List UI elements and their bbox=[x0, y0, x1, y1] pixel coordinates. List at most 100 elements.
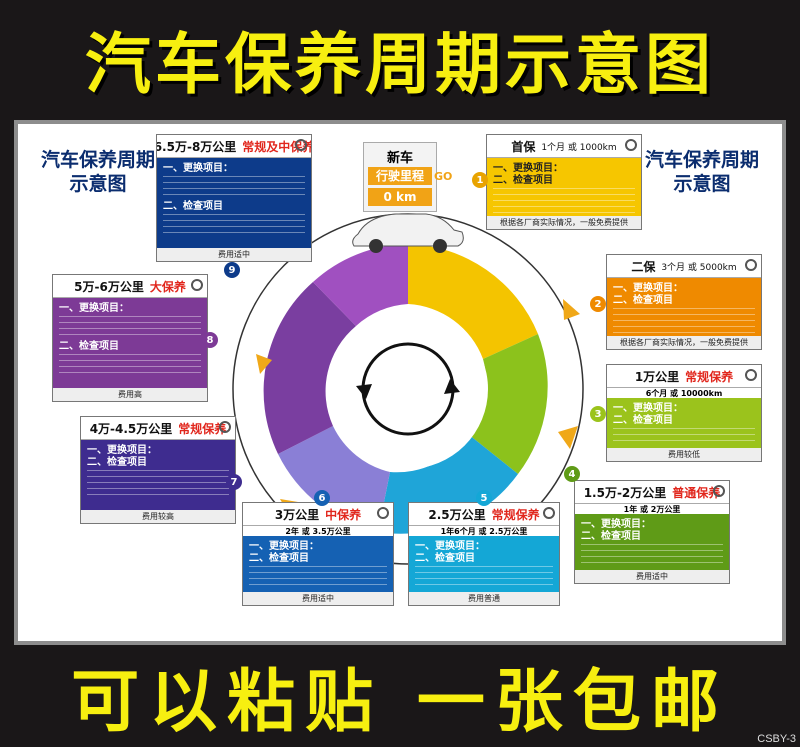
inner-arrow-head-2 bbox=[356, 384, 372, 399]
maintenance-card-4: 1.5万-2万公里 普通保养 1年 或 2万公里 一、更换项目： 二、检查项目 … bbox=[574, 480, 730, 584]
cycle-diagram bbox=[232, 213, 584, 566]
card-5-header: 2.5万公里 常规保养 bbox=[409, 503, 559, 526]
go-label: GO bbox=[434, 170, 453, 183]
poster-title: 汽车保养周期示意图 bbox=[85, 26, 715, 103]
new-car-label: 新车 bbox=[386, 151, 413, 166]
card-4-check-heading: 二、检查项目 bbox=[581, 531, 641, 542]
card-1-replace-heading: 一、更换项目： bbox=[493, 163, 563, 174]
mileage-value: 0 km bbox=[368, 188, 432, 206]
card-8-title: 5万-6万公里 bbox=[74, 279, 144, 294]
card-4-header: 1.5万-2万公里 普通保养 bbox=[575, 481, 729, 504]
card-9-title: 6.5万-8万公里 bbox=[156, 139, 237, 154]
card-6-check-heading: 二、检查项目 bbox=[249, 553, 309, 564]
gear-icon bbox=[543, 507, 555, 519]
sku-code: CSBY-3 bbox=[757, 733, 796, 745]
step-badge-3: 3 bbox=[590, 406, 606, 422]
card-1-text-lines bbox=[493, 188, 635, 216]
card-5-replace-heading: 一、更换项目： bbox=[415, 541, 485, 552]
new-car-box: 新车 行驶里程 0 km bbox=[363, 142, 437, 212]
mileage-label: 行驶里程 bbox=[368, 167, 432, 185]
card-9-type: 常规及中保养 bbox=[242, 139, 312, 154]
card-4-footer: 费用适中 bbox=[575, 570, 729, 583]
card-2-check-heading: 二、检查项目 bbox=[613, 295, 673, 306]
card-1-interval: 1个月 或 1000km bbox=[541, 142, 617, 153]
card-6-header: 3万公里 中保养 bbox=[243, 503, 393, 526]
card-7-type: 常规保养 bbox=[178, 421, 227, 436]
inner-arrow-head-1 bbox=[444, 379, 460, 394]
card-3-interval: 6个月 或 10000km bbox=[607, 388, 761, 398]
maintenance-card-8: 5万-6万公里 大保养 一、更换项目： 二、检查项目 费用高 bbox=[52, 274, 208, 402]
card-8-text-lines-2 bbox=[59, 354, 201, 374]
card-5-type: 常规保养 bbox=[491, 507, 540, 522]
card-2-text-lines bbox=[613, 308, 755, 336]
segment-yellow bbox=[408, 244, 538, 359]
segment-violet bbox=[313, 244, 408, 326]
gear-icon bbox=[191, 279, 203, 291]
step-badge-9: 9 bbox=[224, 262, 240, 278]
card-4-replace-heading: 一、更换项目： bbox=[581, 519, 651, 530]
card-8-replace-heading: 一、更换项目： bbox=[59, 303, 129, 314]
card-6-footer: 费用适中 bbox=[243, 592, 393, 605]
card-6-body: 一、更换项目： 二、检查项目 bbox=[243, 536, 393, 600]
card-2-interval: 3个月 或 5000km bbox=[661, 262, 737, 273]
card-3-replace-heading: 一、更换项目： bbox=[613, 403, 683, 414]
card-7-header: 4万-4.5万公里 常规保养 bbox=[81, 417, 235, 440]
card-1-title: 首保 bbox=[511, 139, 536, 154]
inner-hole bbox=[328, 309, 488, 469]
bottom-slogan: 可以粘贴 一张包邮 bbox=[71, 662, 729, 742]
card-8-text-lines bbox=[59, 316, 201, 340]
card-7-body: 一、更换项目： 二、检查项目 bbox=[81, 440, 235, 518]
card-6-title: 3万公里 bbox=[274, 507, 320, 522]
step-badge-1: 1 bbox=[472, 172, 488, 188]
card-8-check-heading: 二、检查项目 bbox=[59, 341, 119, 352]
board-title-right: 汽车保养周期 示意图 bbox=[644, 149, 759, 195]
card-4-text-lines bbox=[581, 544, 723, 564]
maintenance-card-5: 2.5万公里 常规保养 1年6个月 或 2.5万公里 一、更换项目： 二、检查项… bbox=[408, 502, 560, 606]
step-badge-7: 7 bbox=[226, 474, 242, 490]
card-3-header: 1万公里 常规保养 bbox=[607, 365, 761, 388]
card-1-footer: 根据各厂商实际情况，一般免费提供 bbox=[487, 216, 641, 229]
step-badge-2: 2 bbox=[590, 296, 606, 312]
card-7-title: 4万-4.5万公里 bbox=[89, 421, 173, 436]
maintenance-card-1: 首保 1个月 或 1000km 一、更换项目： 二、检查项目 根据各厂商实际情况… bbox=[486, 134, 642, 230]
card-7-replace-heading: 一、更换项目： bbox=[87, 445, 157, 456]
maintenance-card-7: 4万-4.5万公里 常规保养 一、更换项目： 二、检查项目 费用较高 bbox=[80, 416, 236, 524]
card-9-check-heading: 二、检查项目 bbox=[163, 201, 223, 212]
maintenance-card-3: 1万公里 常规保养 6个月 或 10000km 一、更换项目： 二、检查项目 费… bbox=[606, 364, 762, 462]
card-1-check-heading: 二、检查项目 bbox=[493, 175, 553, 186]
card-4-body: 一、更换项目： 二、检查项目 bbox=[575, 514, 729, 578]
card-4-interval: 1年 或 2万公里 bbox=[575, 504, 729, 514]
card-9-replace-heading: 一、更换项目： bbox=[163, 163, 233, 174]
step-badge-8: 8 bbox=[202, 332, 218, 348]
card-3-check-heading: 二、检查项目 bbox=[613, 415, 673, 426]
card-6-interval: 2年 或 3.5万公里 bbox=[243, 526, 393, 536]
maintenance-card-2: 二保 3个月 或 5000km 一、更换项目： 二、检查项目 根据各厂商实际情况… bbox=[606, 254, 762, 350]
card-5-title: 2.5万公里 bbox=[428, 507, 486, 522]
maintenance-card-9: 6.5万-8万公里 常规及中保养 一、更换项目： 二、检查项目 费用适中 bbox=[156, 134, 312, 262]
card-3-title: 1万公里 bbox=[634, 369, 680, 384]
diagram-board: 汽车保养周期 示意图 汽车保养周期 示意图 新车 行驶里程 0 km GO bbox=[14, 120, 786, 645]
card-2-title: 二保 bbox=[631, 259, 656, 274]
arrow-2 bbox=[558, 426, 578, 449]
card-8-body: 一、更换项目： 二、检查项目 bbox=[53, 298, 207, 396]
card-4-type: 普通保养 bbox=[672, 485, 721, 500]
gear-icon bbox=[745, 369, 757, 381]
card-1-body: 一、更换项目： 二、检查项目 bbox=[487, 158, 641, 228]
card-3-type: 常规保养 bbox=[685, 369, 734, 384]
card-6-replace-heading: 一、更换项目： bbox=[249, 541, 319, 552]
card-7-check-heading: 二、检查项目 bbox=[87, 457, 147, 468]
card-2-footer: 根据各厂商实际情况，一般免费提供 bbox=[607, 336, 761, 349]
card-8-header: 5万-6万公里 大保养 bbox=[53, 275, 207, 298]
card-5-interval: 1年6个月 或 2.5万公里 bbox=[409, 526, 559, 536]
card-3-text-lines bbox=[613, 428, 755, 442]
card-7-footer: 费用较高 bbox=[81, 510, 235, 523]
card-4-title: 1.5万-2万公里 bbox=[583, 485, 667, 500]
card-9-body: 一、更换项目： 二、检查项目 bbox=[157, 158, 311, 256]
segment-green bbox=[468, 334, 548, 474]
maintenance-card-6: 3万公里 中保养 2年 或 3.5万公里 一、更换项目： 二、检查项目 费用适中 bbox=[242, 502, 394, 606]
card-2-replace-heading: 一、更换项目： bbox=[613, 283, 683, 294]
step-badge-4: 4 bbox=[564, 466, 580, 482]
card-5-check-heading: 二、检查项目 bbox=[415, 553, 475, 564]
card-9-header: 6.5万-8万公里 常规及中保养 bbox=[157, 135, 311, 158]
